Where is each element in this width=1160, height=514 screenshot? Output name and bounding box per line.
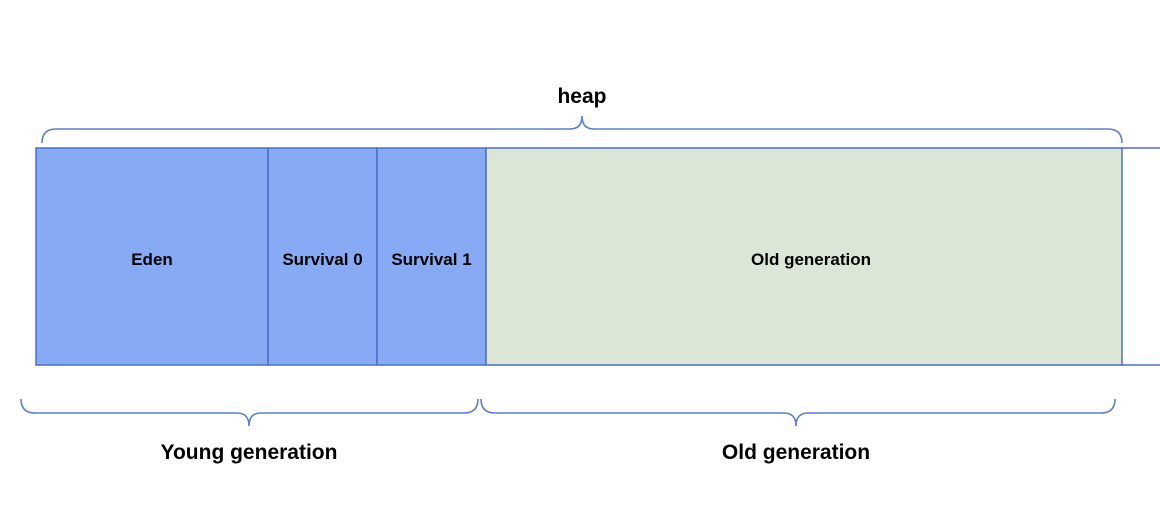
old-generation-brace — [480, 398, 1116, 427]
survival-0-label: Survival 0 — [282, 250, 362, 269]
eden-label: Eden — [131, 250, 173, 269]
survival-1-region — [376, 147, 487, 366]
old-generation-label: Old generation — [722, 441, 870, 464]
survival-0-region — [267, 147, 378, 366]
heap-brace — [41, 115, 1123, 144]
old-generation-segment-label: Old generation — [751, 250, 871, 269]
heap-continuation — [1122, 147, 1160, 366]
old-generation-region — [485, 147, 1123, 366]
young-generation-label: Young generation — [161, 441, 338, 464]
heap-label: heap — [557, 85, 606, 108]
eden-region — [35, 147, 269, 366]
survival-1-label: Survival 1 — [391, 250, 471, 269]
young-generation-brace — [20, 398, 479, 427]
